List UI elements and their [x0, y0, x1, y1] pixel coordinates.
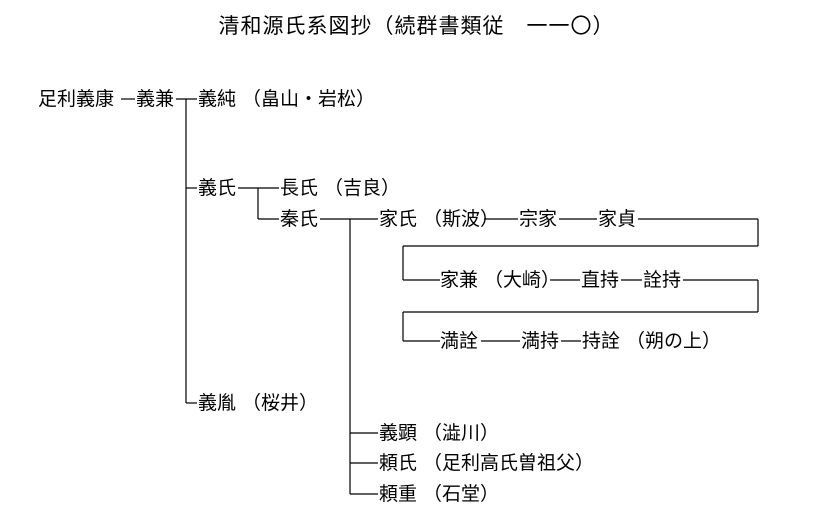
person-mochiakira: 持詮（朔の上）: [582, 330, 721, 352]
person-mitsumochi: 満持: [521, 330, 559, 352]
person-akimochi: 詮持: [643, 269, 681, 291]
person-nagauji: 長氏（吉良）: [280, 177, 400, 199]
person-yoshizumi: 義純（畠山・岩松）: [198, 88, 375, 110]
person-name: 義胤: [198, 392, 237, 414]
person-name: 義兼: [136, 88, 175, 110]
person-name: 宗家: [519, 208, 558, 230]
person-name: 満持: [521, 330, 560, 352]
person-name: 長氏: [280, 177, 319, 199]
person-yoshisuke: 義胤（桜井）: [198, 392, 318, 414]
person-iekane: 家兼（大崎）: [440, 269, 560, 291]
person-yasuuji: 秦氏: [280, 208, 318, 230]
person-mitsuakira: 満詮: [440, 330, 478, 352]
person-yoriuji: 頼氏（足利高氏曽祖父）: [379, 452, 594, 474]
person-note: （澁川）: [423, 422, 500, 444]
person-name: 満詮: [440, 330, 479, 352]
person-note: （大崎）: [484, 269, 561, 291]
person-yoshiuji: 義氏: [198, 177, 236, 199]
person-name: 足利義康: [38, 88, 115, 110]
person-note: （畠山・岩松）: [242, 88, 376, 110]
person-name: 直持: [581, 269, 620, 291]
person-name: 家氏: [379, 208, 418, 230]
person-name: 頼氏: [379, 452, 418, 474]
person-yoshikane: 義兼: [136, 88, 174, 110]
person-muneie: 宗家: [519, 208, 557, 230]
person-name: 頼重: [379, 483, 418, 505]
person-note: （斯波）: [423, 208, 500, 230]
person-name: 秦氏: [280, 208, 319, 230]
person-note: （足利高氏曽祖父）: [423, 452, 595, 474]
person-name: 持詮: [582, 330, 621, 352]
person-ieuji: 家氏（斯波）: [379, 208, 499, 230]
person-name: 詮持: [643, 269, 682, 291]
person-name: 義顕: [379, 422, 418, 444]
person-name: 義氏: [198, 177, 237, 199]
person-yoshiaki: 義顕（澁川）: [379, 422, 499, 444]
page-title: 清和源氏系図抄（続群書類従 一一〇）: [218, 14, 615, 38]
person-name: 家貞: [598, 208, 637, 230]
person-ashikaga-yoshiyasu: 足利義康: [38, 88, 114, 110]
person-yorishige: 頼重（石堂）: [379, 483, 499, 505]
person-iesada: 家貞: [598, 208, 636, 230]
person-note: （石堂）: [423, 483, 500, 505]
person-name: 義純: [198, 88, 237, 110]
person-note: （朔の上）: [626, 330, 722, 352]
person-note: （桜井）: [242, 392, 319, 414]
person-name: 家兼: [440, 269, 479, 291]
person-note: （吉良）: [324, 177, 401, 199]
person-naomochi: 直持: [581, 269, 619, 291]
